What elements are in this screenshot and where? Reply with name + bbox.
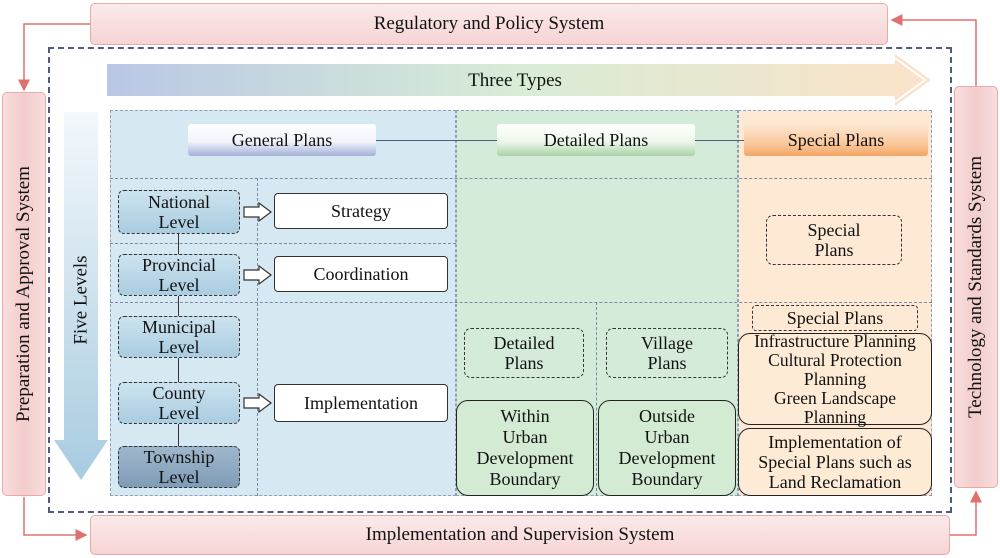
special-list-line1: Infrastructure Planning (754, 330, 916, 351)
arrow-top-to-left (18, 23, 90, 92)
within-line3: Development (476, 448, 574, 468)
special-lower-label: Special Plans (786, 308, 884, 328)
grid-line-header (110, 178, 932, 179)
level-municipal-line1: Municipal (142, 317, 216, 337)
level-national-line1: National (148, 192, 210, 212)
implementation-supervision-system: Implementation and Supervision System (90, 515, 950, 555)
within-line2: Urban (502, 427, 548, 447)
regulatory-policy-label: Regulatory and Policy System (373, 13, 605, 34)
special-plans-lower-label-box: Special Plans (752, 305, 918, 331)
general-plans-label: General Plans (231, 129, 333, 150)
coordination-scroll: Coordination (274, 256, 448, 292)
village-plans-box: Village Plans (606, 328, 728, 378)
detailed-plans-header: Detailed Plans (497, 124, 695, 156)
national-to-strategy-arrow-icon (243, 202, 272, 222)
preparation-approval-system: Preparation and Approval System (2, 92, 46, 496)
five-levels-arrow-icon (54, 112, 108, 480)
regulatory-policy-system: Regulatory and Policy System (90, 3, 888, 45)
planning-system-frame (48, 47, 952, 513)
implementation-scroll: Implementation (274, 384, 448, 422)
level-provincial: Provincial Level (118, 254, 240, 296)
arrow-right-to-top (890, 14, 977, 86)
special-impl-line3: Land Reclamation (768, 472, 902, 492)
implementation-label: Implementation (304, 392, 418, 413)
level-municipal-line2: Level (158, 337, 200, 357)
level-county: County Level (118, 382, 240, 424)
special-upper-line2: Plans (814, 240, 854, 260)
grid-line-provincial (110, 302, 932, 303)
special-list-line4: Green Landscape (774, 387, 896, 408)
level-provincial-line1: Provincial (142, 255, 216, 275)
grid-line-general-divider (257, 178, 258, 496)
detailed-plans-label: Detailed Plans (543, 129, 649, 150)
special-upper-line1: Special (807, 220, 861, 240)
special-list-line2: Cultural Protection (768, 349, 902, 370)
grid-line-detailed-divider (596, 302, 597, 496)
three-types-label: Three Types (468, 70, 562, 91)
general-plans-header: General Plans (188, 124, 376, 156)
level-township-line1: Township (143, 447, 215, 467)
outside-urban-boundary-box: Outside Urban Development Boundary (598, 400, 736, 496)
village-plans-box-line2: Plans (647, 353, 687, 373)
outside-line3: Development (618, 448, 716, 468)
grid-line-national (110, 243, 456, 244)
within-line4: Boundary (489, 469, 561, 489)
special-plans-header: Special Plans (744, 124, 928, 156)
coordination-label: Coordination (313, 263, 409, 284)
implementation-supervision-label: Implementation and Supervision System (365, 524, 675, 545)
detailed-plans-box-line1: Detailed (493, 333, 555, 353)
outside-line1: Outside (639, 406, 695, 426)
arrow-left-to-bottom (23, 497, 88, 541)
special-plans-upper-box: Special Plans (766, 215, 902, 265)
arrow-bottom-to-right (950, 490, 982, 536)
detailed-plans-box-line2: Plans (504, 353, 544, 373)
special-plans-label: Special Plans (787, 129, 885, 150)
technology-standards-system: Technology and Standards System (954, 86, 998, 488)
level-municipal: Municipal Level (118, 316, 240, 358)
special-implementation-box: Implementation of Special Plans such as … (738, 428, 932, 496)
village-plans-box-line1: Village (641, 333, 693, 353)
special-impl-line1: Implementation of (768, 432, 902, 452)
level-provincial-line2: Level (158, 275, 200, 295)
level-national-line2: Level (158, 212, 200, 232)
strategy-label: Strategy (331, 200, 391, 221)
five-levels-label-wrap: Five Levels (62, 200, 102, 400)
special-list-line3: Planning (803, 368, 867, 389)
level-county-line2: Level (158, 403, 200, 423)
provincial-to-coordination-arrow-icon (243, 265, 272, 285)
county-to-implementation-arrow-icon (243, 393, 272, 413)
three-types-arrow-icon (107, 54, 931, 106)
level-national: National Level (118, 190, 240, 234)
within-urban-boundary-box: Within Urban Development Boundary (456, 400, 594, 496)
outside-line2: Urban (644, 427, 690, 447)
general-plans-zone (110, 110, 456, 496)
special-plans-list-box: Infrastructure Planning Cultural Protect… (738, 330, 932, 427)
level-township-line2: Level (158, 467, 200, 487)
five-levels-label: Five Levels (71, 255, 92, 345)
level-county-line1: County (152, 383, 206, 403)
special-list-line5: Planning (803, 406, 867, 427)
strategy-scroll: Strategy (274, 193, 448, 229)
within-line1: Within (500, 406, 550, 426)
outside-line4: Boundary (631, 469, 703, 489)
level-township: Township Level (118, 446, 240, 488)
detailed-plans-box: Detailed Plans (464, 328, 584, 378)
special-impl-line2: Special Plans such as (758, 452, 912, 472)
